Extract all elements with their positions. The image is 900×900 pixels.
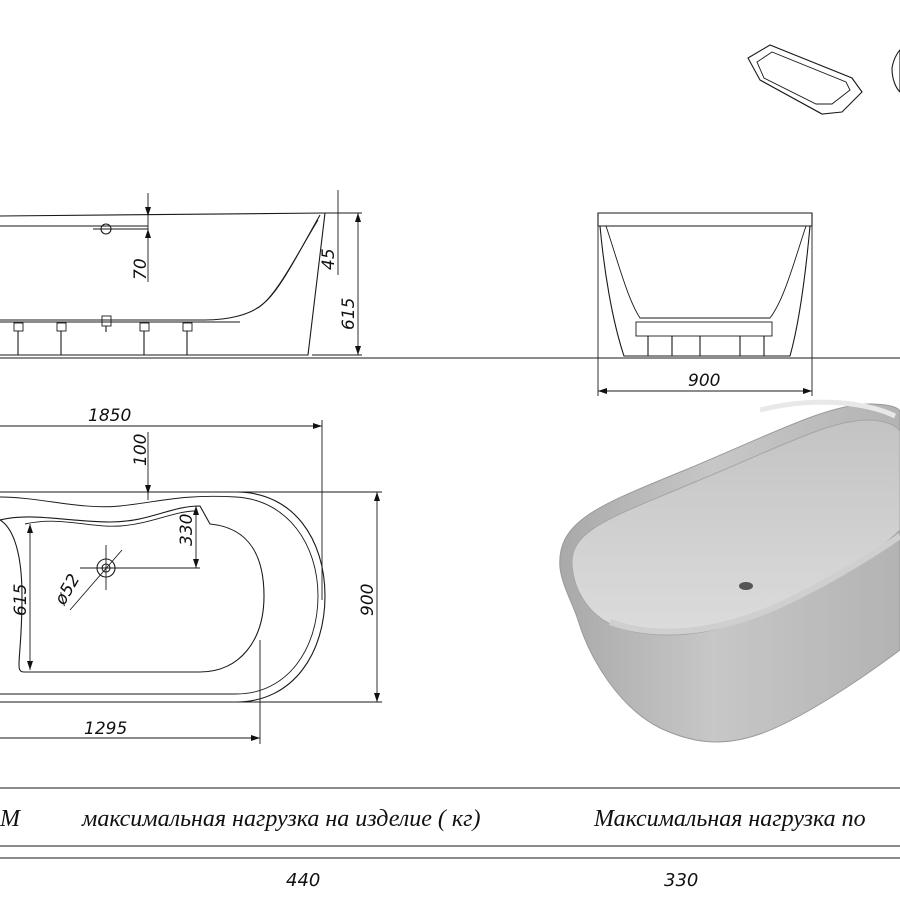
table-header-max-load: максимальная нагрузка на изделие ( кг) [82, 806, 481, 832]
dim-rim-height: 45 [319, 248, 339, 270]
dim-inner-depth: 615 [11, 584, 31, 616]
support-legs [13, 315, 193, 355]
dim-overall-width: 900 [358, 584, 378, 616]
dim-total-height: 615 [339, 298, 359, 330]
side-elevation [597, 212, 813, 396]
table-value-max-load-2: 330 [664, 870, 699, 891]
plan-view [0, 420, 382, 744]
dim-overflow-height: 70 [131, 258, 151, 280]
thumbnail-tub-1 [747, 44, 863, 115]
dim-side-width: 900 [688, 371, 720, 391]
table-header-max-load-2: Максимальная нагрузка по [594, 806, 866, 832]
dim-inner-width-offset: 330 [177, 514, 197, 546]
dim-overall-length: 1850 [88, 406, 131, 426]
drain-icon [739, 582, 753, 590]
bathtub-render [559, 399, 900, 743]
table-header-model: М [0, 806, 20, 832]
front-elevation [0, 190, 362, 356]
thumbnail-tub-2 [891, 49, 900, 93]
dim-drain-offset-top: 100 [131, 434, 151, 466]
dim-inner-length: 1295 [84, 719, 127, 739]
dim-drain-diameter: ø52 [51, 571, 85, 610]
table-value-max-load: 440 [286, 870, 321, 891]
